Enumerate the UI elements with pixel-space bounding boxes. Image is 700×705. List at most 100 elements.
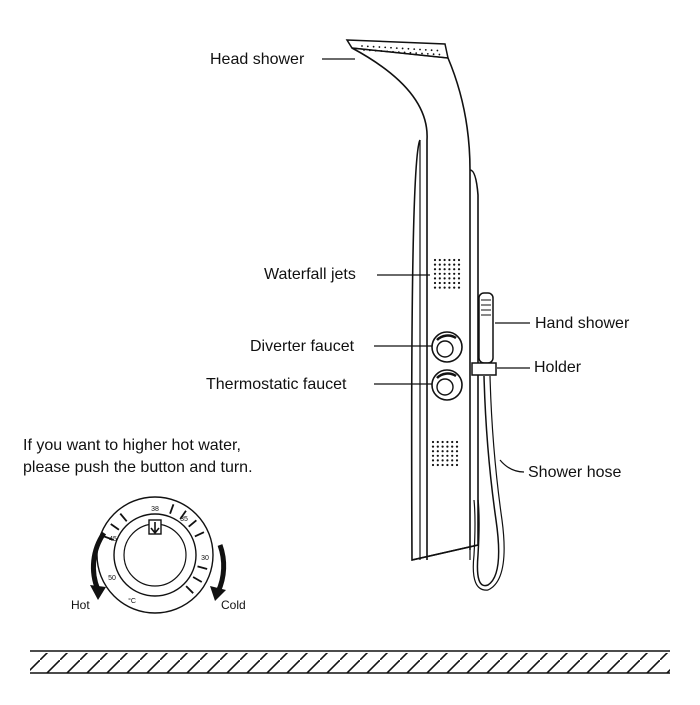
nozzle-dot xyxy=(433,263,437,266)
nozzle-dot xyxy=(441,440,444,444)
nozzle-dot xyxy=(433,286,437,289)
nozzle-dot xyxy=(448,263,451,266)
dial-tick-50: 50 xyxy=(108,575,116,582)
nozzle-dot xyxy=(431,440,435,444)
nozzle-dot xyxy=(443,277,446,280)
nozzle-dot xyxy=(426,52,429,55)
thermostatic-faucet-knob xyxy=(431,369,463,401)
dial-tick-mark xyxy=(103,535,114,541)
nozzle-dot xyxy=(453,272,456,275)
dial-tick-35: 35 xyxy=(180,516,188,523)
nozzle-dot xyxy=(455,454,459,457)
nozzle-dot xyxy=(455,445,459,448)
nozzle-dot xyxy=(438,277,441,280)
nozzle-dot xyxy=(448,277,451,280)
nozzle-dot xyxy=(457,258,461,262)
nozzle-dot xyxy=(431,450,435,453)
nozzle-dot xyxy=(446,450,449,453)
label-hot: Hot xyxy=(71,598,90,612)
nozzle-dot xyxy=(433,281,437,285)
waterfall-jets-upper xyxy=(433,258,461,289)
nozzle-dot xyxy=(436,454,439,457)
nozzle-dot xyxy=(436,459,439,462)
label-waterfall-jets: Waterfall jets xyxy=(264,266,356,283)
nozzle-dot xyxy=(415,52,418,55)
nozzle-dot xyxy=(361,45,363,47)
dial-tick-30: 30 xyxy=(201,555,209,562)
nozzle-dot xyxy=(443,286,446,289)
nozzle-dot xyxy=(438,263,441,266)
nozzle-dot xyxy=(448,268,451,271)
nozzle-dot xyxy=(407,47,410,50)
nozzle-dot xyxy=(453,258,456,262)
nozzle-dot xyxy=(453,277,456,280)
label-cold: Cold xyxy=(221,598,246,612)
instruction-line-2: please push the button and turn. xyxy=(23,459,253,476)
floor-hatching xyxy=(30,650,670,674)
dial-tick-mark xyxy=(192,576,203,583)
nozzle-dot xyxy=(446,454,449,457)
nozzle-dot xyxy=(431,463,435,467)
nozzle-dot xyxy=(453,263,456,266)
nozzle-dot xyxy=(378,46,381,48)
nozzle-dot xyxy=(451,440,454,444)
nozzle-dot xyxy=(455,450,459,453)
nozzle-dot xyxy=(451,459,454,462)
label-thermostatic-faucet: Thermostatic faucet xyxy=(206,376,347,393)
nozzle-dot xyxy=(432,53,435,56)
nozzle-dot xyxy=(438,281,441,285)
head-shower-part xyxy=(345,39,471,560)
dial-tick-mark xyxy=(185,585,194,594)
diverter-faucet-knob xyxy=(431,331,463,363)
waterfall-jets-lower xyxy=(431,440,459,467)
nozzle-dot xyxy=(430,49,433,52)
nozzle-dot xyxy=(413,48,416,51)
nozzle-dot xyxy=(451,445,454,448)
nozzle-dot xyxy=(384,46,387,49)
nozzle-dot xyxy=(448,281,451,285)
nozzle-dot xyxy=(443,263,446,266)
nozzle-dot xyxy=(446,445,449,448)
dial-tick-mark xyxy=(197,565,208,570)
nozzle-dot xyxy=(441,454,444,457)
dial-tick-38: 38 xyxy=(151,506,159,513)
nozzle-dot xyxy=(457,277,461,280)
holder-part xyxy=(471,362,497,376)
label-head-shower: Head shower xyxy=(210,51,305,68)
nozzle-dot xyxy=(436,440,439,444)
dial-tick-mark xyxy=(179,510,187,520)
nozzle-dot xyxy=(451,450,454,453)
shower-hose-part xyxy=(472,375,505,591)
nozzle-dot xyxy=(448,286,451,289)
dial-tick-mark xyxy=(169,503,175,514)
nozzle-dot xyxy=(457,263,461,266)
nozzle-dot xyxy=(441,450,444,453)
nozzle-dot xyxy=(372,45,375,48)
nozzle-dot xyxy=(390,46,392,49)
nozzle-dot xyxy=(431,459,435,462)
nozzle-dot xyxy=(443,258,446,262)
nozzle-dot xyxy=(424,48,427,51)
nozzle-dot xyxy=(451,454,454,457)
cold-arrow-icon xyxy=(210,544,227,601)
nozzle-dot xyxy=(448,272,451,275)
nozzle-dot xyxy=(453,268,456,271)
nozzle-dot xyxy=(455,463,459,467)
dial-tick-mark xyxy=(119,513,128,522)
label-hand-shower: Hand shower xyxy=(535,315,630,332)
nozzle-dot xyxy=(401,47,404,50)
dial-tick-mark xyxy=(110,523,120,531)
nozzle-dot xyxy=(446,440,449,444)
hot-arrow-icon xyxy=(90,531,107,600)
nozzle-dot xyxy=(443,281,446,285)
nozzle-dot xyxy=(431,454,435,457)
nozzle-dot xyxy=(419,48,421,51)
leader-lines xyxy=(322,58,530,473)
label-shower-hose: Shower hose xyxy=(528,464,622,481)
instruction-line-1: If you want to higher hot water, xyxy=(23,437,241,454)
nozzle-dot xyxy=(366,45,369,48)
nozzle-dot xyxy=(453,286,456,289)
dial-tick-mark xyxy=(194,531,205,538)
